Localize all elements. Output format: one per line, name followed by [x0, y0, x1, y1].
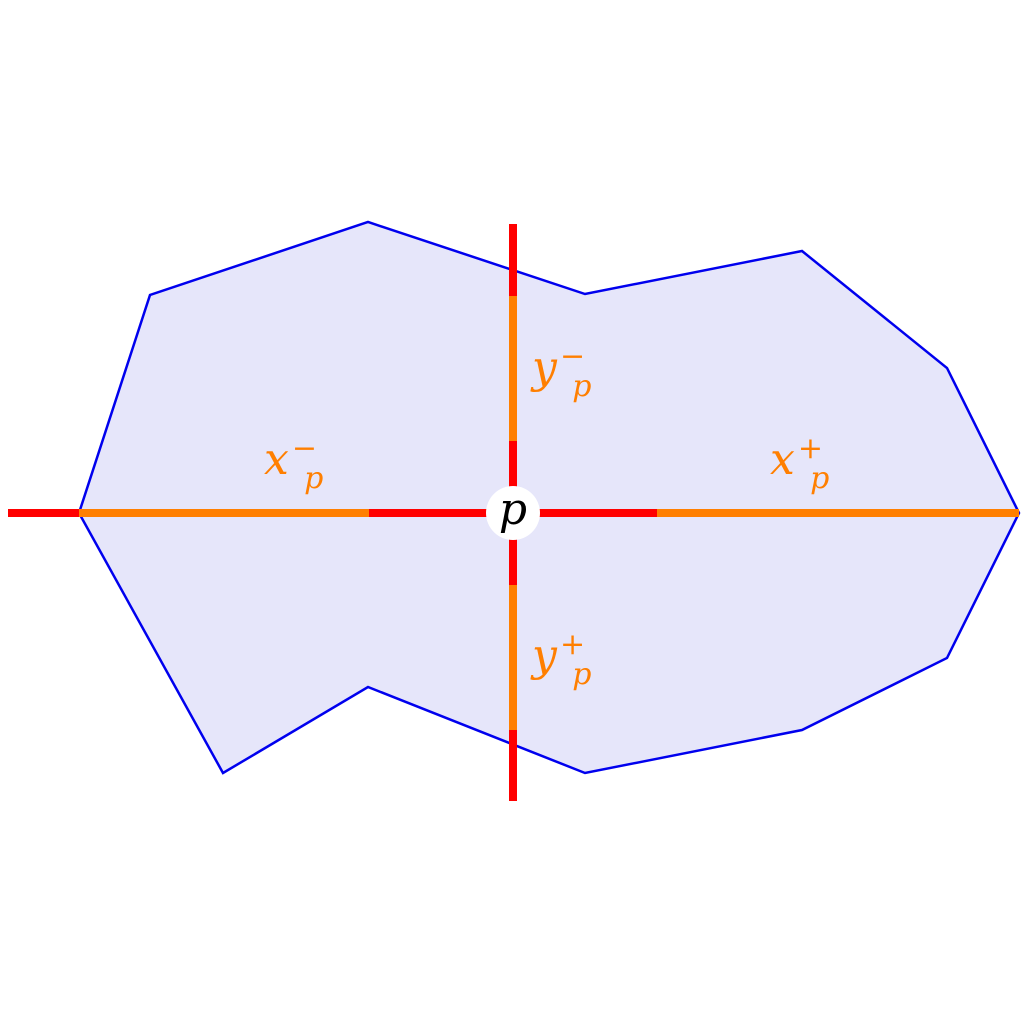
label-y-minus-sup: − [560, 339, 585, 374]
label-x-plus: x + p [770, 431, 829, 496]
label-x-plus-base: x [770, 434, 795, 485]
label-y-minus: y − p [530, 339, 591, 404]
region-polygon [77, 220, 1021, 775]
label-x-minus-sup: − [292, 431, 317, 466]
label-y-plus-base: y [530, 630, 558, 681]
label-x-plus-sub: p [810, 461, 829, 496]
label-x-plus-sup: + [798, 431, 823, 466]
label-y-plus-sub: p [572, 657, 591, 692]
point-p-marker [486, 486, 540, 540]
point-p-label: p [499, 484, 527, 535]
label-y-minus-sub: p [572, 369, 591, 404]
label-x-minus-base: x [264, 434, 289, 485]
label-x-minus-sub: p [304, 461, 323, 496]
label-y-plus-sup: + [560, 627, 585, 662]
label-y-minus-base: y [530, 342, 558, 393]
label-x-minus: x − p [264, 431, 323, 496]
label-y-plus: y + p [530, 627, 591, 692]
